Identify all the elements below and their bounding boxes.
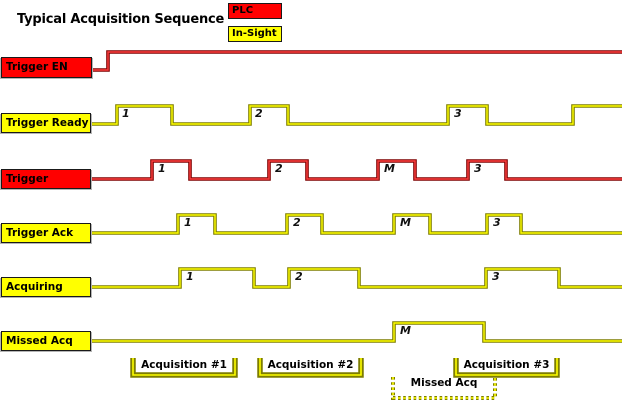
bracket-core-acquisition-3	[455, 358, 558, 376]
bracket-label-acquisition-2: Acquisition #2	[267, 359, 354, 371]
pulse-label-trigger-1: 1	[158, 162, 166, 175]
bracket-label-acquisition-3: Acquisition #3	[463, 359, 550, 371]
signal-label-missed-acq: Missed Acq	[1, 331, 91, 351]
waveform-core-acquiring	[90, 268, 622, 288]
waveform-missed-acq	[90, 321, 622, 343]
pulse-label-acquiring-3: 3	[492, 270, 500, 283]
page-title: Typical Acquisition Sequence	[17, 12, 225, 27]
bracket-label-missed-acq: Missed Acq	[410, 377, 478, 389]
pulse-label-trigger-ack-m: M	[400, 216, 411, 229]
waveform-core-trigger-ack	[90, 214, 622, 234]
pulse-label-trigger-ready-1: 1	[122, 107, 130, 120]
pulse-label-trigger-ready-3: 3	[454, 107, 462, 120]
pulse-label-trigger-ack-1: 1	[184, 216, 192, 229]
pulse-label-trigger-3: 3	[474, 162, 482, 175]
waveform-core-trigger-en	[91, 51, 622, 71]
waveform-acquiring	[90, 267, 622, 289]
waveform-trigger-en	[91, 50, 622, 72]
waveform-trigger	[90, 159, 622, 181]
waveform-trigger-ready	[90, 104, 622, 126]
waveform-core-trigger-ready	[90, 105, 622, 125]
bracket-label-acquisition-1: Acquisition #1	[141, 359, 227, 371]
pulse-label-acquiring-1: 1	[186, 270, 194, 283]
signal-label-trigger: Trigger	[1, 169, 91, 189]
waveform-core-trigger	[90, 160, 622, 180]
pulse-label-trigger-ack-3: 3	[493, 216, 501, 229]
pulse-label-acquiring-2: 2	[295, 270, 303, 283]
pulse-label-trigger-ack-2: 2	[293, 216, 301, 229]
pulse-label-trigger-m: M	[384, 162, 395, 175]
pulse-label-missed-acq-m: M	[400, 324, 411, 337]
waveform-trigger-ack	[90, 213, 622, 235]
pulse-label-trigger-ready-2: 2	[255, 107, 263, 120]
signal-label-acquiring: Acquiring	[1, 277, 91, 297]
legend-insight: In-Sight	[228, 26, 282, 42]
bracket-core-acquisition-1	[132, 358, 236, 376]
bracket-core-missed-acq	[392, 377, 496, 399]
pulse-label-trigger-2: 2	[275, 162, 283, 175]
waveform-core-missed-acq	[90, 322, 622, 342]
bracket-core-acquisition-2	[259, 358, 362, 376]
signal-label-trigger-ready: Trigger Ready	[1, 113, 91, 133]
signal-label-trigger-ack: Trigger Ack	[1, 223, 91, 243]
legend-plc: PLC	[228, 3, 282, 19]
signal-label-trigger-en: Trigger EN	[1, 57, 92, 78]
